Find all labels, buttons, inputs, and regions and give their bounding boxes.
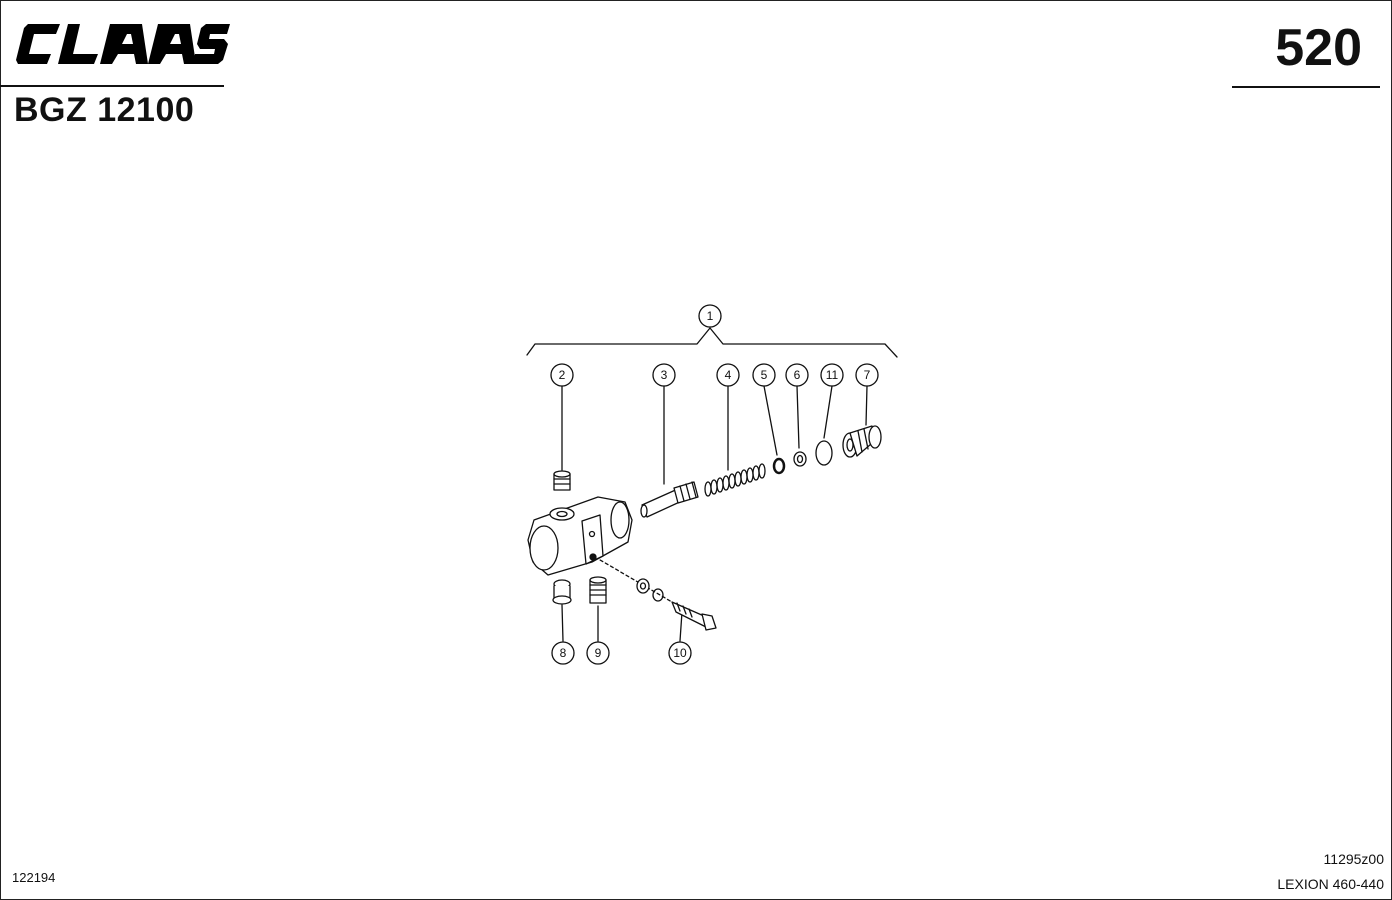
footer-drawing-ref: 11295z00 (1323, 851, 1384, 867)
header-rule-right (1232, 86, 1380, 88)
part-5-washer (772, 457, 786, 475)
header-rule-left (0, 85, 224, 87)
leader-10 (679, 611, 683, 642)
callout-4-label: 4 (725, 368, 732, 382)
group-code: BGZ 12100 (14, 91, 195, 129)
callout-11-label: 11 (826, 368, 839, 382)
part-9-fitting (589, 576, 607, 604)
assembly-bracket (526, 327, 898, 358)
part-11-o-ring (815, 440, 833, 466)
callout-9-label: 9 (595, 646, 602, 660)
callout-3 (652, 363, 676, 387)
part-10-bolt (671, 601, 717, 631)
callout-3-label: 3 (661, 368, 668, 382)
callout-10-label: 10 (673, 646, 687, 660)
part-2-plug (553, 470, 571, 491)
valve-housing (527, 496, 633, 576)
leader-7 (865, 385, 868, 426)
callout-1-label: 1 (707, 309, 714, 323)
washer (652, 588, 664, 602)
callout-2 (550, 363, 574, 387)
footer-model: LEXION 460-440 (1277, 876, 1384, 892)
callout-1 (698, 304, 722, 328)
callout-5-label: 5 (761, 368, 768, 382)
part-4-spring (704, 463, 766, 497)
leader-5 (763, 385, 778, 456)
claas-logo (16, 24, 230, 64)
footer-left-code: 122194 (12, 870, 56, 885)
leader-6 (796, 385, 800, 449)
callout-2-label: 2 (559, 368, 566, 382)
part-3-piston (640, 481, 699, 518)
callout-9 (586, 641, 610, 665)
center-line (594, 556, 673, 603)
callout-4 (716, 363, 740, 387)
part-7-plug-screw (842, 425, 882, 458)
page-number: 520 (1275, 19, 1362, 77)
part-6-washer (793, 451, 807, 467)
leader-8 (561, 604, 564, 642)
callout-8-label: 8 (560, 646, 567, 660)
callout-11 (820, 363, 844, 387)
leader-11 (823, 385, 833, 439)
nut (636, 578, 650, 594)
callout-8 (551, 641, 575, 665)
callout-6 (785, 363, 809, 387)
callout-10 (668, 641, 692, 665)
callout-5 (752, 363, 776, 387)
callout-7-label: 7 (864, 368, 871, 382)
callout-6-label: 6 (794, 368, 801, 382)
part-8-plug (552, 579, 572, 605)
callout-7 (855, 363, 879, 387)
